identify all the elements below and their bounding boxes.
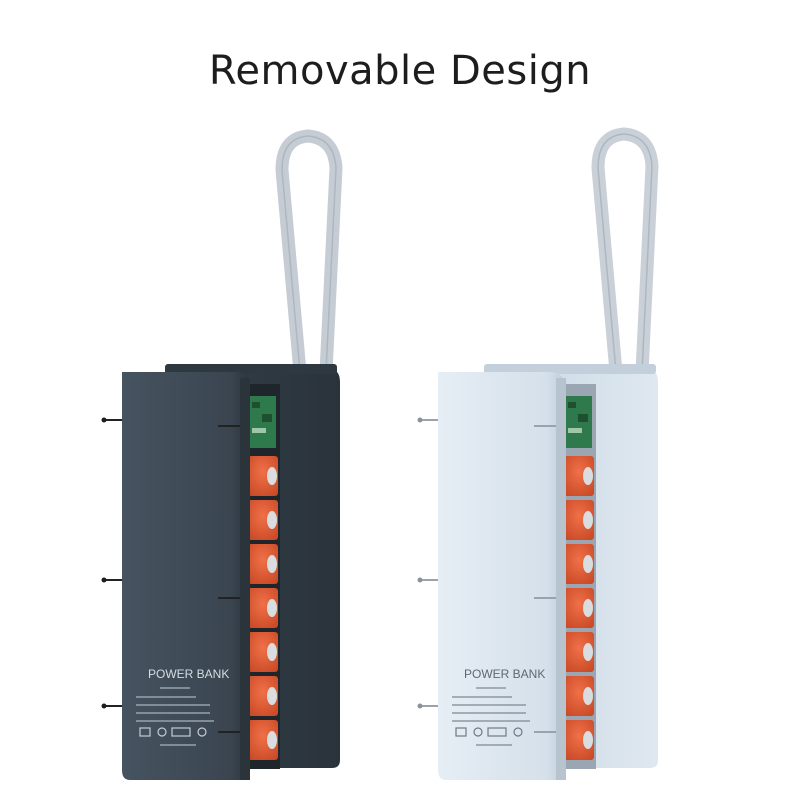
light-power-bank: POWER BANK — [417, 127, 659, 780]
dark-label-specs — [136, 687, 214, 746]
dark-label-title: POWER BANK — [148, 667, 229, 681]
light-cover-panel — [438, 372, 566, 780]
light-cert-marks — [455, 727, 523, 737]
dark-cert-marks — [139, 727, 207, 737]
screws — [101, 417, 240, 733]
screws — [417, 417, 556, 733]
dark-cover-panel — [122, 372, 250, 780]
page-title: Removable Design — [208, 48, 592, 94]
battery-cells — [248, 456, 278, 760]
dark-power-bank: POWER BANK — [101, 129, 343, 780]
battery-cells — [564, 456, 594, 760]
light-label-title: POWER BANK — [464, 667, 545, 681]
light-label-specs — [452, 687, 530, 746]
